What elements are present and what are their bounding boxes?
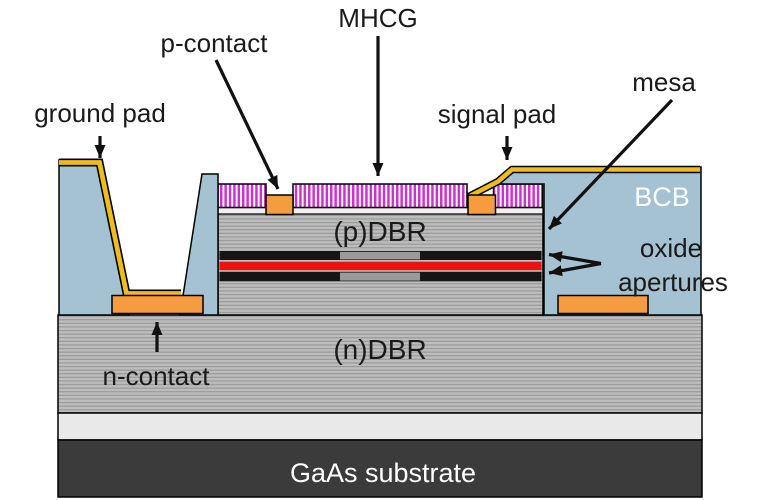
oxide-apertures-label-line2: apertures	[618, 267, 728, 297]
p-contact-right	[467, 194, 497, 216]
p-contact-label: p-contact	[161, 28, 269, 58]
right-bottom-pad	[557, 294, 649, 315]
p-contact-arrow	[214, 59, 280, 190]
aperture-center-top	[340, 251, 420, 260]
n-contact-label: n-contact	[103, 361, 211, 391]
grating-right	[492, 183, 544, 209]
mhcg-label: MHCG	[338, 3, 417, 33]
grating-left	[217, 183, 267, 209]
ground-pad-label: ground pad	[34, 98, 166, 128]
oxide-aperture-arrow-bottom	[548, 261, 602, 277]
ground-pad-trace	[59, 160, 181, 296]
signal-pad-label: signal pad	[438, 99, 557, 129]
mesa-label: mesa	[632, 67, 696, 97]
p-dbr-label: (p)DBR	[333, 216, 426, 247]
n-dbr-label: (n)DBR	[333, 334, 426, 365]
mesa-arrow	[547, 98, 674, 231]
n-contact-pad	[111, 294, 204, 315]
bcb-mid-block	[179, 173, 219, 316]
bcb-label: BCB	[634, 182, 690, 212]
mhcg-grating-center	[292, 183, 468, 209]
substrate-label: GaAs substrate	[290, 458, 476, 488]
aperture-center-bottom	[340, 272, 420, 281]
n-dbr-layer	[57, 314, 703, 414]
oxide-aperture-arrow-top	[548, 251, 602, 266]
active-region-layer	[219, 261, 542, 271]
substrate-layer	[57, 439, 703, 498]
p-contact-left	[265, 194, 294, 216]
buffer-layer	[57, 412, 703, 441]
oxide-apertures-label-line1: oxide	[640, 233, 702, 263]
